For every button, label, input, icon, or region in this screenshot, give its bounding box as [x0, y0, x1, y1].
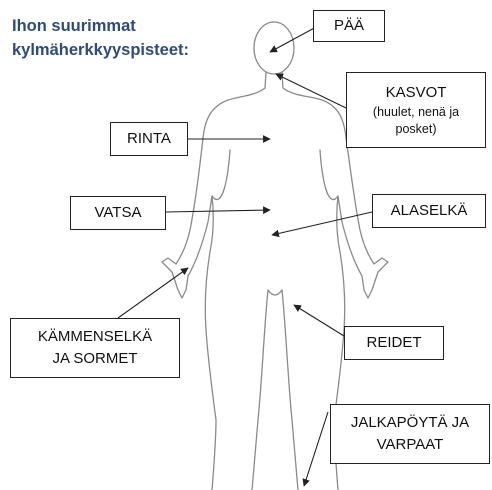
arrow-kammenselka	[118, 268, 188, 318]
arrow-vatsa	[166, 210, 270, 212]
label-vatsa-text: VATSA	[95, 202, 142, 224]
arrow-reidet	[294, 305, 344, 336]
label-reidet: REIDET	[344, 326, 444, 360]
label-kasvot-detail-1: (huulet, nenä ja	[373, 104, 459, 121]
label-jalkapoyta-line-1: JALKAPÖYTÄ JA	[351, 412, 469, 434]
arrow-alaselka	[272, 212, 372, 235]
label-alaselka-text: ALASELKÄ	[391, 200, 468, 222]
crotch	[268, 290, 282, 295]
inner-arm-left	[212, 150, 230, 200]
label-kammenselka-line-2: JA SORMET	[52, 348, 137, 370]
label-kasvot: KASVOT (huulet, nenä ja posket)	[346, 72, 486, 148]
label-kammenselka-line-1: KÄMMENSELKÄ	[38, 326, 152, 348]
head-outline	[254, 22, 294, 74]
inner-arm-right	[320, 150, 338, 200]
label-kammenselka: KÄMMENSELKÄ JA SORMET	[10, 318, 180, 378]
label-rinta-text: RINTA	[127, 128, 171, 150]
arrow-kasvot	[276, 74, 346, 108]
inner-leg-right	[282, 290, 298, 490]
label-kasvot-detail-2: posket)	[396, 121, 437, 138]
label-jalkapoyta-line-2: VARPAAT	[377, 434, 444, 456]
label-rinta: RINTA	[110, 122, 188, 156]
label-vatsa: VATSA	[70, 196, 166, 230]
label-alaselka: ALASELKÄ	[372, 194, 486, 228]
label-jalkapoyta: JALKAPÖYTÄ JA VARPAAT	[330, 404, 490, 464]
label-kasvot-text: KASVOT	[386, 82, 447, 104]
label-paa: PÄÄ	[313, 10, 385, 42]
label-paa-text: PÄÄ	[334, 15, 364, 37]
arrow-jalkapoyta	[304, 412, 328, 486]
label-reidet-text: REIDET	[366, 332, 421, 354]
inner-leg-left	[252, 290, 268, 490]
